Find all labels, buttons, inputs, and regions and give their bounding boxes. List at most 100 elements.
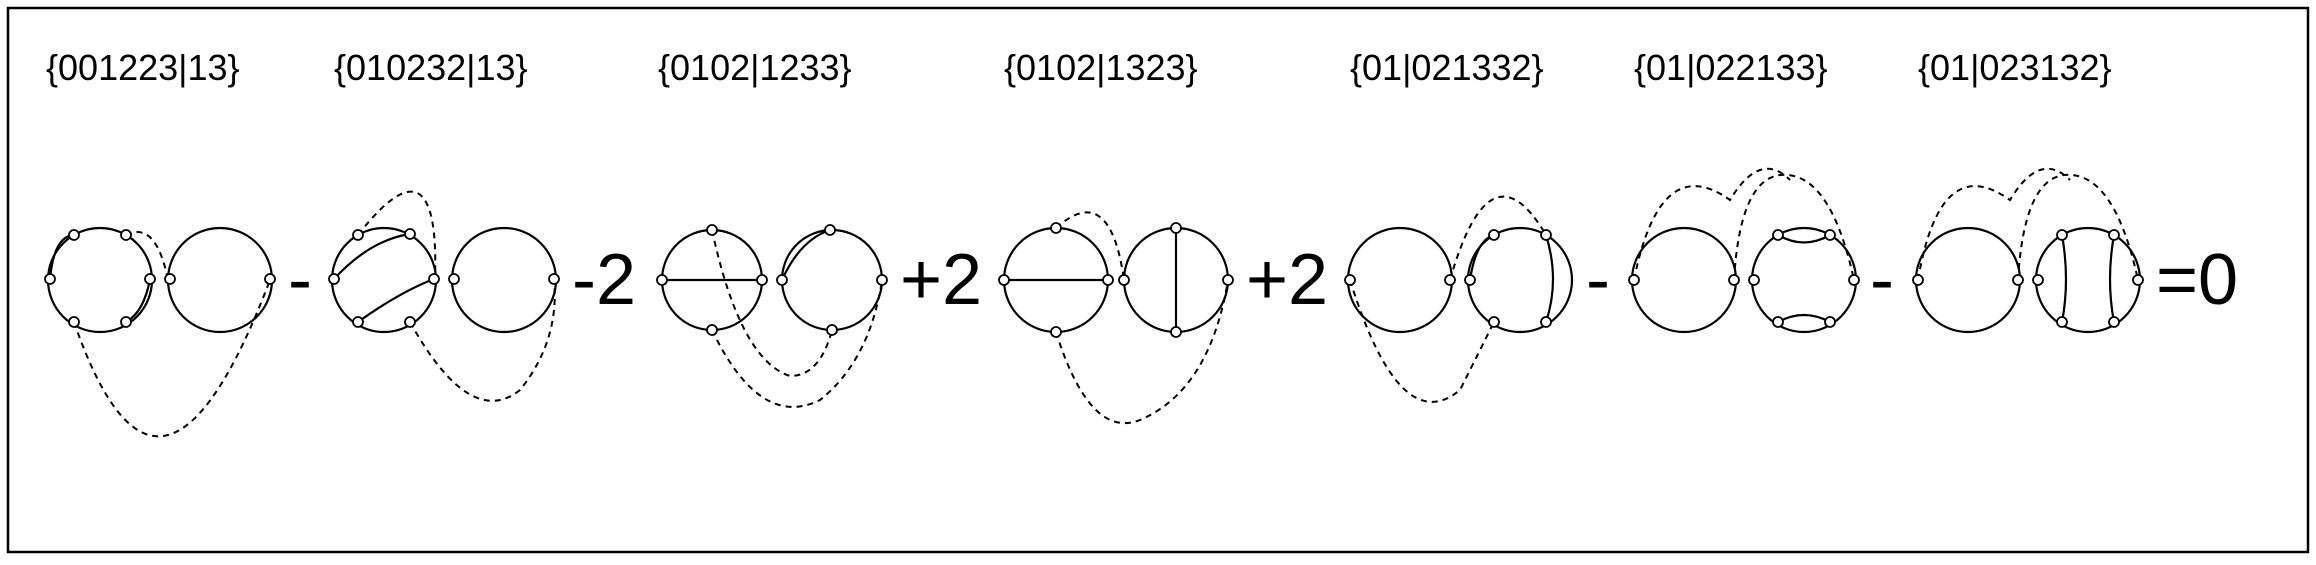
vertex	[826, 324, 838, 336]
diagram-term-6	[1628, 167, 1860, 334]
vertex	[756, 274, 768, 286]
circle	[450, 226, 558, 334]
diagram-term-4	[998, 211, 1234, 425]
vertex	[1540, 316, 1552, 328]
vertex	[1748, 274, 1760, 286]
vertex	[776, 274, 788, 286]
vertex	[706, 324, 718, 336]
chord	[1544, 234, 1555, 323]
vertex	[1912, 274, 1924, 286]
chord	[1777, 234, 1831, 244]
vertex	[2108, 316, 2120, 328]
label-term-4: {0102|1323}	[1004, 47, 1198, 88]
vertex	[120, 316, 132, 328]
propagator-dashed	[73, 279, 271, 438]
operator-3: +2	[900, 240, 982, 320]
vertex	[1488, 229, 1500, 241]
vertex	[164, 273, 176, 285]
vertex	[1488, 316, 1500, 328]
label-term-3: {0102|1233}	[658, 47, 852, 88]
circle	[1914, 226, 2022, 334]
circle	[780, 228, 884, 332]
chord	[333, 232, 411, 280]
diagram-term-3	[656, 224, 888, 408]
propagator-dashed	[1349, 279, 1495, 403]
vertex	[44, 273, 56, 285]
vertex	[68, 316, 80, 328]
diagram-term-7	[1912, 167, 2144, 334]
diagram-term-2	[328, 190, 560, 402]
vertex	[120, 229, 132, 241]
operator-5: -	[1586, 240, 1610, 320]
propagator-dashed	[125, 231, 169, 281]
propagator-dashed	[409, 278, 556, 402]
vertex	[548, 273, 560, 285]
propagator-dashed	[711, 229, 833, 378]
propagator-dashed	[1633, 167, 1791, 281]
vertex	[404, 228, 416, 240]
circle	[46, 226, 154, 334]
vertex	[1170, 222, 1182, 234]
vertex	[1102, 274, 1114, 286]
vertex	[1628, 274, 1640, 286]
vertex	[2012, 274, 2024, 286]
circle	[330, 226, 438, 334]
label-term-2: {010232|13}	[334, 47, 528, 88]
vertex	[1540, 229, 1552, 241]
propagator-dashed	[1055, 279, 1229, 425]
vertex	[706, 224, 718, 236]
vertex	[1728, 274, 1740, 286]
propagator-dashed	[357, 190, 437, 280]
vertex	[68, 229, 80, 241]
diagram-term-1	[44, 226, 276, 438]
diagram-term-5	[1344, 195, 1574, 403]
chord	[48, 233, 75, 280]
vertex	[428, 273, 440, 285]
vertex	[656, 274, 668, 286]
vertex	[2056, 229, 2068, 241]
vertex	[998, 274, 1010, 286]
vertex	[328, 273, 340, 285]
propagator-dashed	[1055, 211, 1125, 281]
vertex	[2056, 316, 2068, 328]
circle	[1630, 226, 1738, 334]
operator-4: +2	[1246, 240, 1328, 320]
vertex	[1050, 222, 1062, 234]
vertex	[1222, 274, 1234, 286]
vertex	[448, 273, 460, 285]
vertex	[1050, 326, 1062, 338]
propagator-dashed	[1733, 173, 1855, 281]
vertex	[824, 224, 836, 236]
propagator-dashed	[1917, 167, 2071, 281]
vertex	[1772, 229, 1784, 241]
label-term-1: {001223|13}	[46, 47, 240, 88]
vertex	[1772, 316, 1784, 328]
vertex	[144, 273, 156, 285]
label-term-6: {01|022133}	[1634, 47, 1828, 88]
vertex	[352, 316, 364, 328]
chord	[357, 277, 435, 323]
vertex	[1118, 274, 1130, 286]
label-term-5: {01|021332}	[1350, 47, 1544, 88]
vertex	[1444, 274, 1456, 286]
operator-6: -	[1870, 240, 1894, 320]
operator-2: -2	[572, 240, 636, 320]
vertex	[2032, 274, 2044, 286]
vertex	[1824, 316, 1836, 328]
vertex	[2108, 229, 2120, 241]
vertex	[404, 316, 416, 328]
chord	[2060, 234, 2068, 323]
propagator-dashed	[2017, 173, 2139, 281]
propagator-dashed	[711, 279, 883, 408]
vertex	[352, 229, 364, 241]
vertex	[2132, 274, 2144, 286]
vertex	[1848, 274, 1860, 286]
label-term-7: {01|023132}	[1918, 47, 2112, 88]
vertex	[1824, 229, 1836, 241]
vertex	[1344, 274, 1356, 286]
chord	[2108, 234, 2116, 323]
circle	[2034, 226, 2142, 334]
vertex	[264, 273, 276, 285]
outer-frame	[6, 6, 2310, 554]
